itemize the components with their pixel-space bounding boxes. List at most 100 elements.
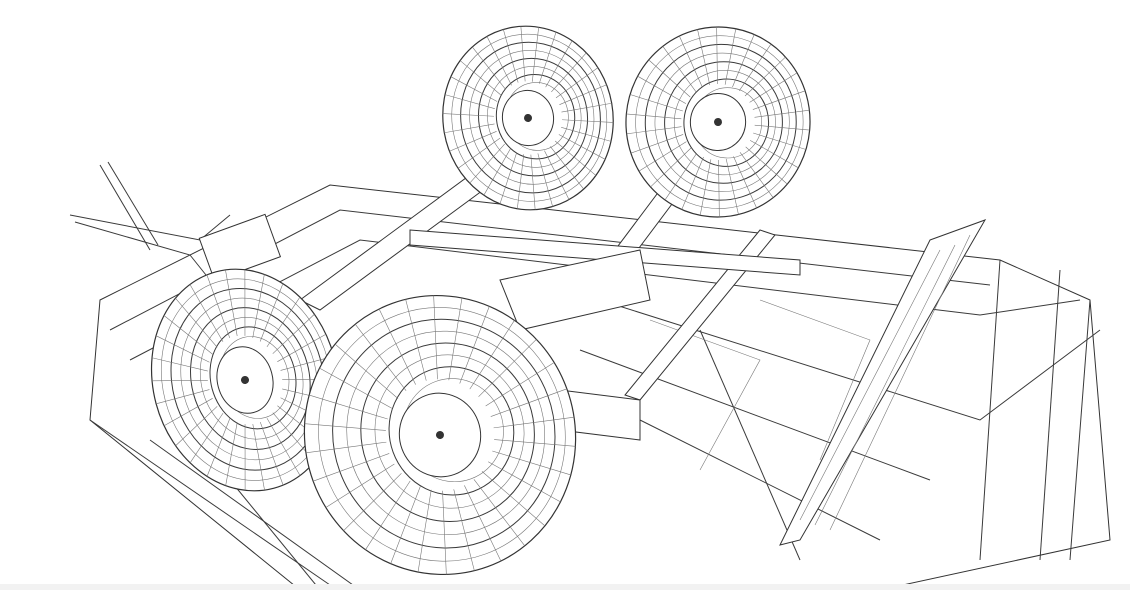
tread-line <box>272 314 315 354</box>
tread-line <box>538 32 557 84</box>
tread-line <box>252 274 265 338</box>
drawbar <box>69 161 282 282</box>
tread-line <box>749 140 799 169</box>
tread-line <box>448 297 463 381</box>
tread-line <box>156 389 210 405</box>
tread-line <box>189 412 224 464</box>
tread-line <box>334 343 399 399</box>
tread-line <box>559 84 607 105</box>
tread-line <box>637 75 687 104</box>
tread-line <box>175 406 218 446</box>
tread-line <box>490 388 567 417</box>
tread-line <box>744 56 786 97</box>
tread-line <box>626 126 682 135</box>
tread-line <box>699 159 712 216</box>
tread-line <box>325 463 395 508</box>
tread-line <box>155 335 210 363</box>
hub-bolt <box>241 376 249 384</box>
tread-line <box>562 119 614 123</box>
tread-line <box>752 90 806 110</box>
tread-line <box>530 154 536 210</box>
tread-line <box>630 134 684 154</box>
tread-line <box>629 94 683 112</box>
tread-line <box>266 296 301 348</box>
tread-line <box>544 150 570 200</box>
spring-rack <box>779 219 987 546</box>
tread-line <box>531 27 539 82</box>
tread-line <box>681 156 704 210</box>
tread-line <box>738 43 772 91</box>
tread-line <box>464 485 502 562</box>
tread-line <box>313 453 390 482</box>
tread-line <box>444 123 495 134</box>
tread-line <box>697 29 711 86</box>
tread-line <box>754 124 810 131</box>
tread-line <box>225 269 238 337</box>
tread-line <box>473 479 525 547</box>
tread-line <box>453 489 475 571</box>
tread-line <box>664 153 698 201</box>
tread-line <box>732 34 755 88</box>
tread-line <box>638 141 687 172</box>
tread-line <box>163 398 213 427</box>
tread-line <box>259 421 284 486</box>
tread-line <box>469 320 515 390</box>
tread-line <box>417 489 432 573</box>
tread-line <box>545 40 573 88</box>
axles <box>299 149 801 441</box>
tread-line <box>355 323 407 391</box>
tread-line <box>488 461 561 503</box>
tread-line <box>244 269 246 336</box>
tread-line <box>252 423 265 491</box>
tread-line <box>494 439 576 447</box>
footer-strip <box>0 584 1130 590</box>
tread-line <box>725 158 739 215</box>
tread-line <box>481 471 546 527</box>
tread-line <box>163 315 213 355</box>
tread-line <box>390 486 421 564</box>
tread-line <box>450 76 498 102</box>
tread-line <box>442 490 447 575</box>
tread-line <box>733 156 757 209</box>
wheel <box>625 26 811 218</box>
tread-line <box>259 283 284 342</box>
tread-line <box>449 131 497 152</box>
tread-line <box>739 152 774 198</box>
tread-line <box>175 298 218 348</box>
tread-line <box>244 424 246 491</box>
tread-line <box>561 127 612 142</box>
tread-line <box>517 154 525 209</box>
tread-line <box>561 102 612 113</box>
tread-line <box>485 362 555 407</box>
tread-line <box>754 109 810 118</box>
tread-line <box>433 295 438 380</box>
tread-line <box>499 152 518 204</box>
tread-line <box>724 28 737 85</box>
tread-line <box>365 480 411 550</box>
wheel <box>303 294 577 576</box>
hub-bolt <box>714 118 722 126</box>
tread-line <box>503 29 519 83</box>
tread-line <box>483 148 511 196</box>
wheel <box>442 25 614 211</box>
tread-line <box>469 143 505 184</box>
tread-line <box>472 46 506 90</box>
tread-line <box>152 380 208 382</box>
tread-line <box>537 153 553 207</box>
tread-line <box>305 441 387 454</box>
tread-line <box>662 46 697 92</box>
tread-line <box>550 146 584 190</box>
tread-line <box>753 132 807 150</box>
tread-line <box>745 146 788 185</box>
tread-line <box>551 52 587 93</box>
tread-line <box>520 26 526 82</box>
tread-line <box>206 418 231 477</box>
tread-line <box>459 306 490 384</box>
hub-bolt <box>436 431 444 439</box>
tread-line <box>459 60 502 96</box>
tread-line <box>716 27 718 85</box>
tread-line <box>343 473 402 531</box>
tread-line <box>189 284 224 342</box>
tread-line <box>493 416 575 429</box>
